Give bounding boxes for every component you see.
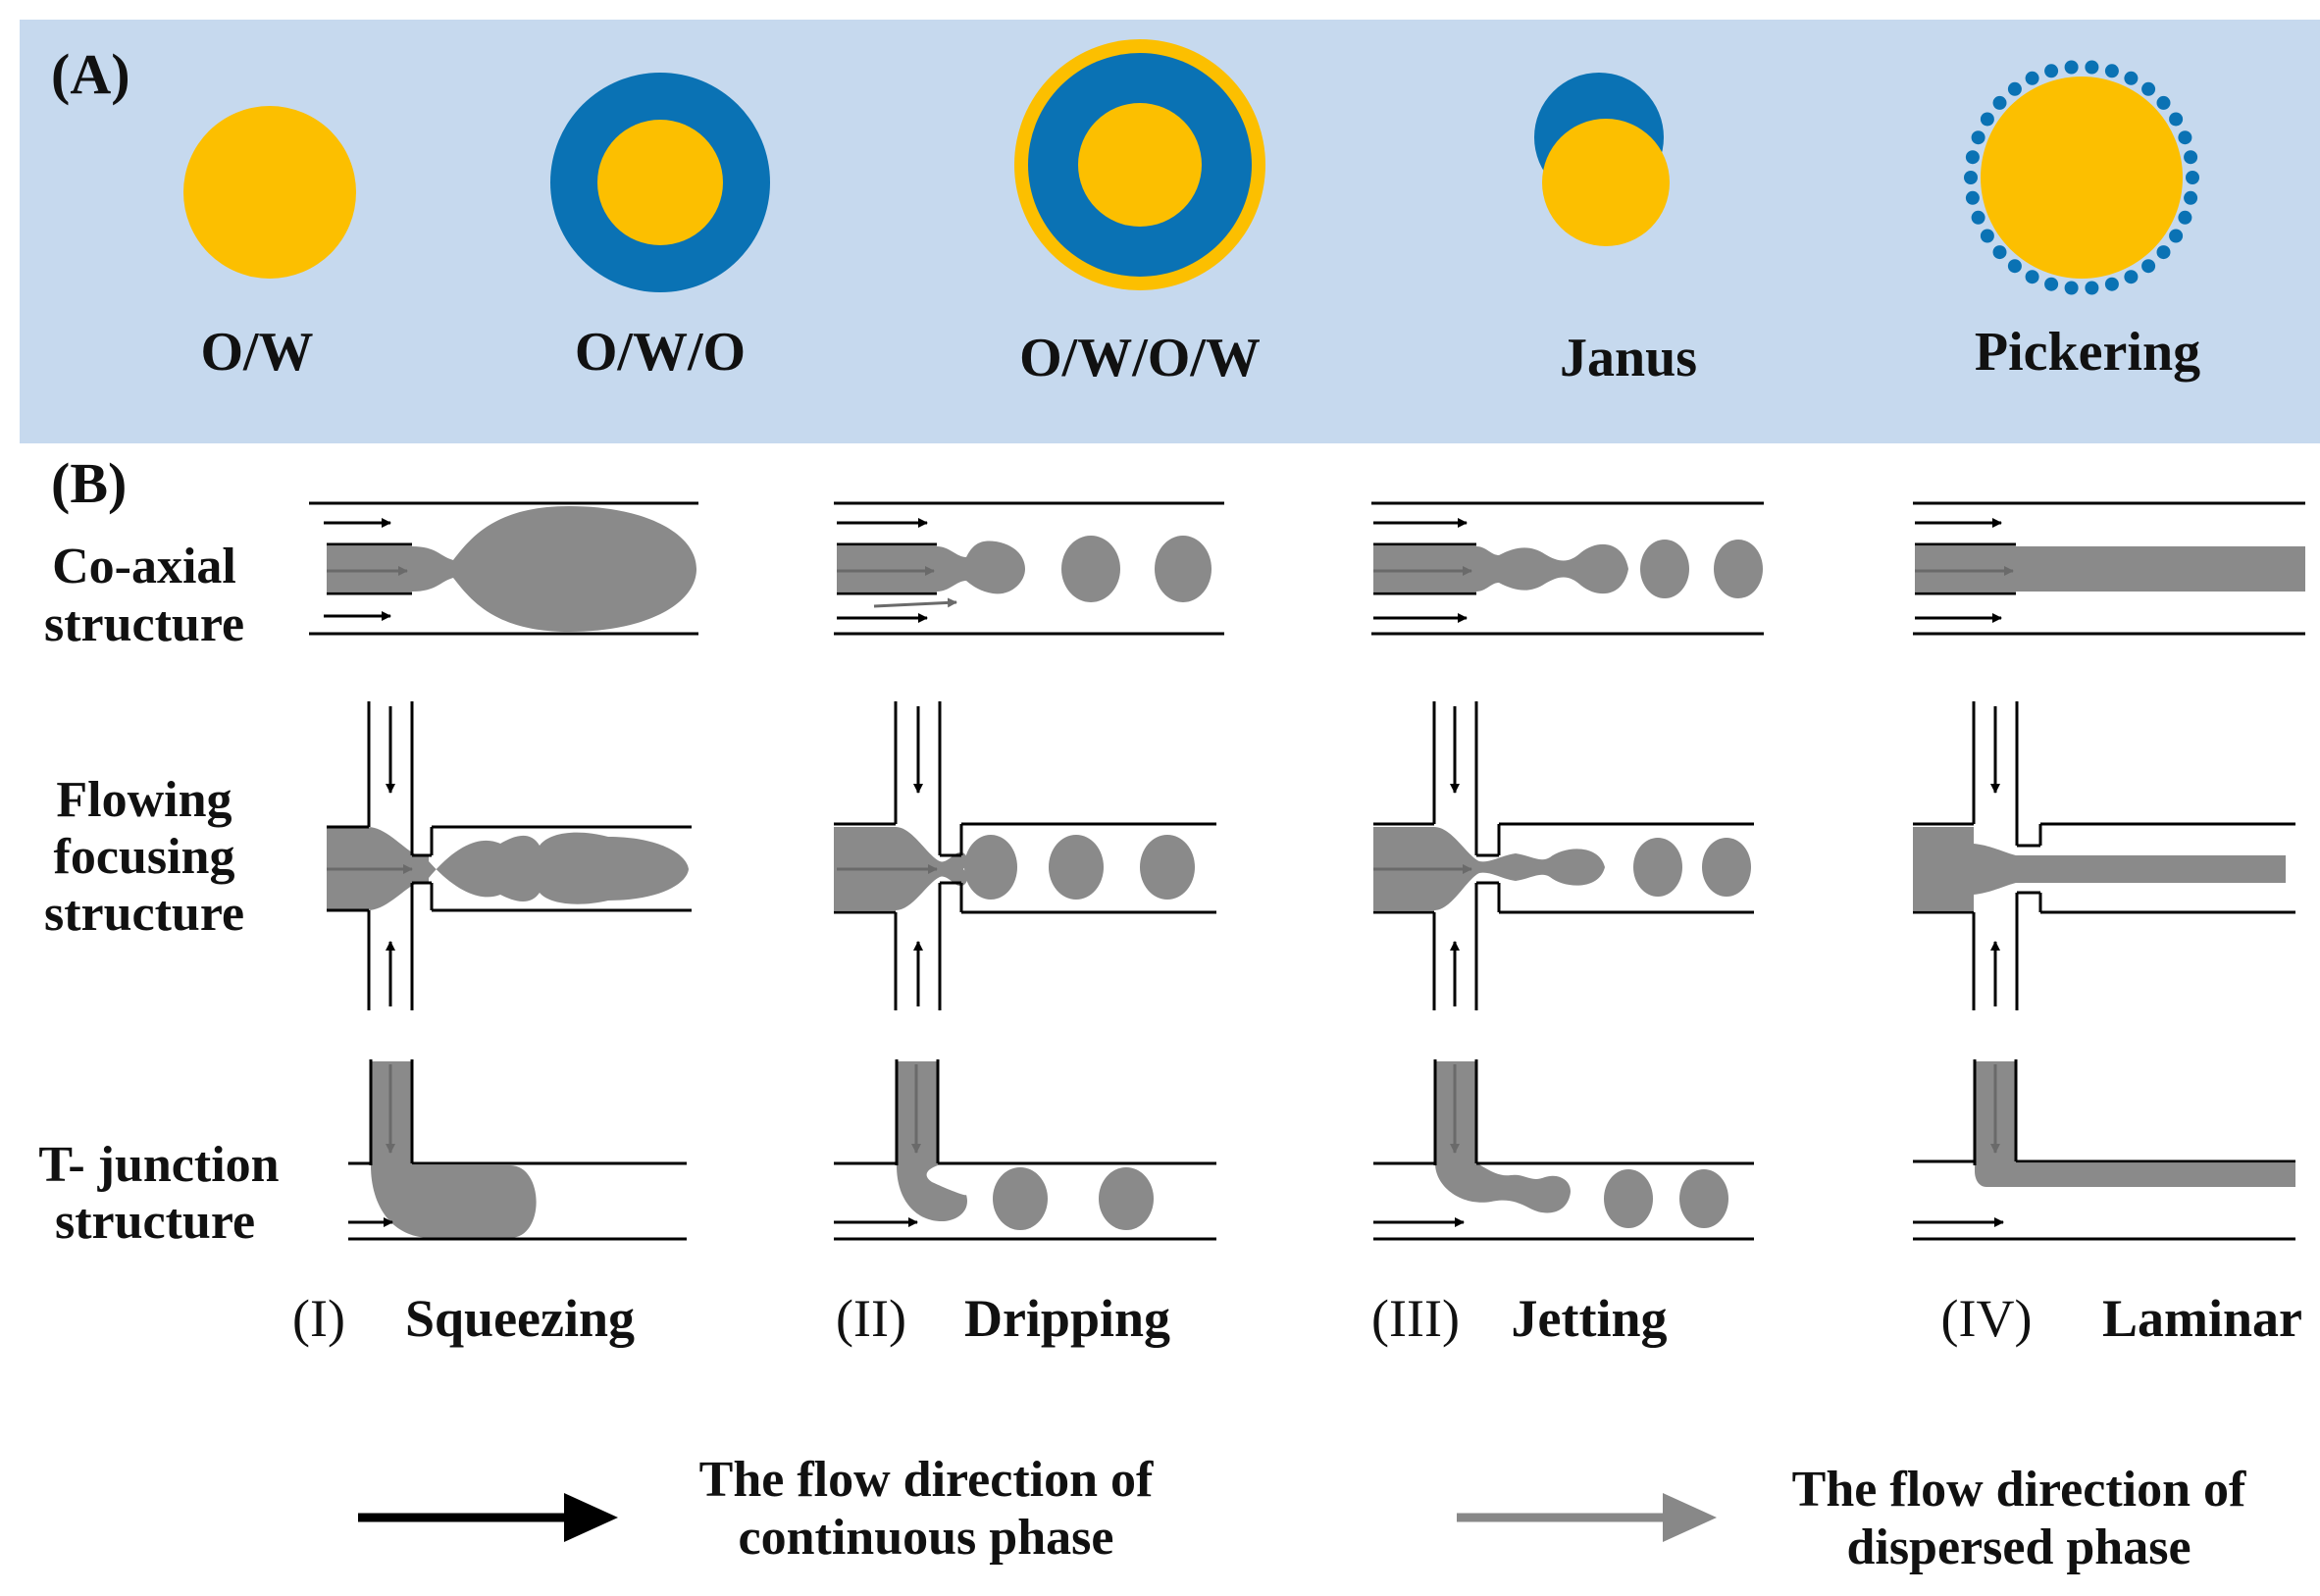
svg-text:Squeezing: Squeezing [405,1289,635,1348]
pickering-particle [2186,171,2199,184]
pickering-particle [2044,277,2059,291]
pickering-particle [2178,130,2192,145]
coaxial-squeezing-diagram [309,501,698,636]
svg-text:structure: structure [44,596,244,652]
flow-focusing-squeezing-diagram [327,701,692,1010]
legend-dispersed-phase: The flow direction of dispersed phase [1457,1462,2246,1575]
svg-text:Jetting: Jetting [1512,1289,1668,1348]
pickering-particle [1971,210,1985,225]
pickering-particle [2085,60,2099,75]
pickering-particle [2007,259,2022,274]
pickering-particle [2178,210,2192,225]
coaxial-laminar-diagram [1913,501,2305,636]
coaxial-jetting-diagram [1371,501,1764,636]
svg-text:Dripping: Dripping [964,1289,1170,1348]
t-junction-jetting-diagram [1373,1059,1754,1241]
pickering-particle [1965,190,1980,205]
svg-text:(I): (I) [292,1289,345,1348]
triple-emulsion-droplet-icon [1014,39,1265,290]
regime-label-jetting: (III) Jetting [1371,1289,1667,1348]
row-label-t-junction: T- junction structure [38,1137,279,1250]
panel-a-label: (A) [51,42,130,106]
svg-text:Co-axial: Co-axial [52,539,236,594]
pickering-particle [2169,229,2184,243]
svg-text:Flowing: Flowing [56,772,232,828]
pickering-particle [2141,81,2156,96]
emulsion-label-owow: O/W/O/W [1019,328,1261,388]
emulsion-label-owo: O/W/O [575,322,746,383]
svg-text:The flow direction of: The flow direction of [1792,1462,2246,1518]
svg-text:Laminar: Laminar [2102,1289,2302,1348]
pickering-particle [1992,245,2007,260]
pickering-particle [1980,112,1994,127]
pickering-particle [2124,270,2139,284]
row-label-coaxial: Co-axial structure [44,539,244,652]
svg-text:structure: structure [55,1194,255,1250]
pickering-particle [2025,71,2039,85]
flow-focusing-dripping-diagram [834,701,1216,1010]
regime-label-squeezing: (I) Squeezing [292,1289,635,1348]
pickering-particle [2156,95,2171,110]
pickering-particle [1964,171,1978,184]
t-junction-laminar-diagram [1913,1059,2295,1241]
svg-text:(II): (II) [836,1289,906,1348]
svg-text:The flow direction of: The flow direction of [699,1452,1154,1508]
pickering-particle [2184,150,2198,165]
pickering-droplet-icon [1964,60,2199,295]
pickering-particle [2169,112,2184,127]
coaxial-dripping-diagram [834,501,1224,636]
pickering-particle [2141,259,2156,274]
t-junction-dripping-diagram [834,1059,1216,1241]
emulsion-label-janus: Janus [1560,328,1697,388]
panel-b-label: (B) [51,451,127,515]
flow-focusing-jetting-diagram [1373,701,1754,1010]
pickering-particle [2104,64,2119,78]
row-label-flow-focusing: Flowing focusing structure [44,772,244,942]
emulsion-label-ow: O/W [200,322,313,383]
pickering-particle [2156,245,2171,260]
pickering-particle [2064,60,2079,75]
pickering-particle [1971,130,1985,145]
svg-text:continuous phase: continuous phase [739,1510,1114,1566]
pickering-particle [2184,190,2198,205]
pickering-particle [2025,270,2039,284]
janus-droplet-icon [1534,73,1670,246]
pickering-particle [1992,95,2007,110]
svg-text:T- junction: T- junction [38,1137,279,1193]
legend-continuous-phase: The flow direction of continuous phase [358,1452,1154,1566]
single-emulsion-droplet-icon [183,106,356,279]
double-emulsion-droplet-icon [550,73,770,292]
pickering-particle [2104,277,2119,291]
svg-text:(III): (III) [1371,1289,1460,1348]
pickering-particle [1965,150,1980,165]
pickering-particle [2007,81,2022,96]
svg-text:focusing: focusing [54,829,235,885]
pickering-particle [2124,71,2139,85]
t-junction-squeezing-diagram [348,1059,687,1241]
pickering-particle [2044,64,2059,78]
pickering-particle [2064,281,2079,295]
svg-text:dispersed phase: dispersed phase [1846,1519,2191,1575]
pickering-particle [2085,281,2099,295]
emulsion-label-pickering: Pickering [1975,322,2200,383]
pickering-particle [1980,229,1994,243]
regime-label-laminar: (IV) Laminar [1941,1289,2302,1348]
flow-focusing-laminar-diagram [1913,701,2295,1010]
svg-text:(IV): (IV) [1941,1289,2033,1348]
svg-text:structure: structure [44,886,244,942]
regime-label-dripping: (II) Dripping [836,1289,1170,1348]
